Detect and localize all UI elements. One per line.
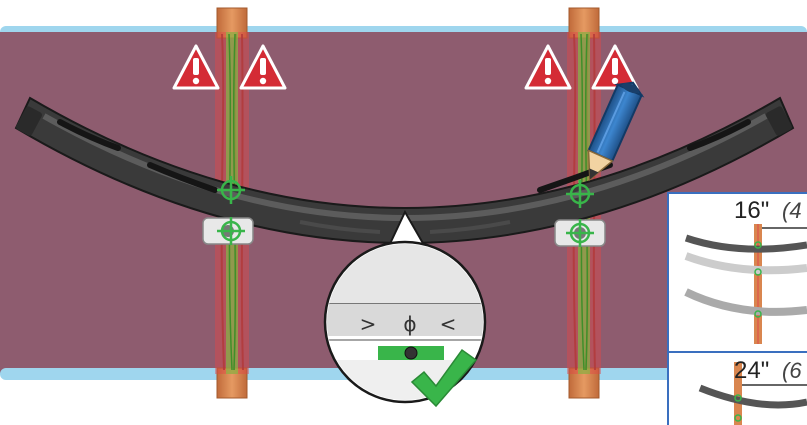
inset-label-24-suffix: (6 <box>782 358 802 383</box>
pencil-icon <box>587 81 645 182</box>
bracket-slot-center-right <box>429 220 511 234</box>
inset-label-16-suffix: (4 <box>782 198 802 223</box>
crosshair-target-icon <box>566 219 594 247</box>
bracket-end-right <box>766 106 792 136</box>
bracket-slot-left-2 <box>147 162 218 193</box>
inset-label-24: 24" <box>734 357 769 384</box>
crosshair-target-icon <box>566 180 594 208</box>
magnifier-right-arrow: < <box>440 312 457 336</box>
bracket-slot-left <box>57 119 121 151</box>
warning-triangle-icon <box>591 44 639 90</box>
warning-triangle-icon <box>239 44 287 90</box>
bracket-slot-center-left <box>299 220 381 234</box>
inset-label-16: 16" <box>734 197 769 224</box>
bracket-slot-right <box>687 119 751 151</box>
warning-triangle-icon <box>524 44 572 90</box>
magnifier-left-arrow: > <box>360 312 377 336</box>
checkmark-icon <box>410 348 478 408</box>
spacing-inset-panel: 16" (4 24" (6 <box>667 192 807 425</box>
warning-triangle-icon <box>172 44 220 90</box>
bracket-end-left <box>16 106 42 136</box>
crosshair-target-icon <box>217 217 245 245</box>
crosshair-target-icon <box>217 176 245 204</box>
magnifier-center-symbol: ϕ <box>403 312 416 336</box>
